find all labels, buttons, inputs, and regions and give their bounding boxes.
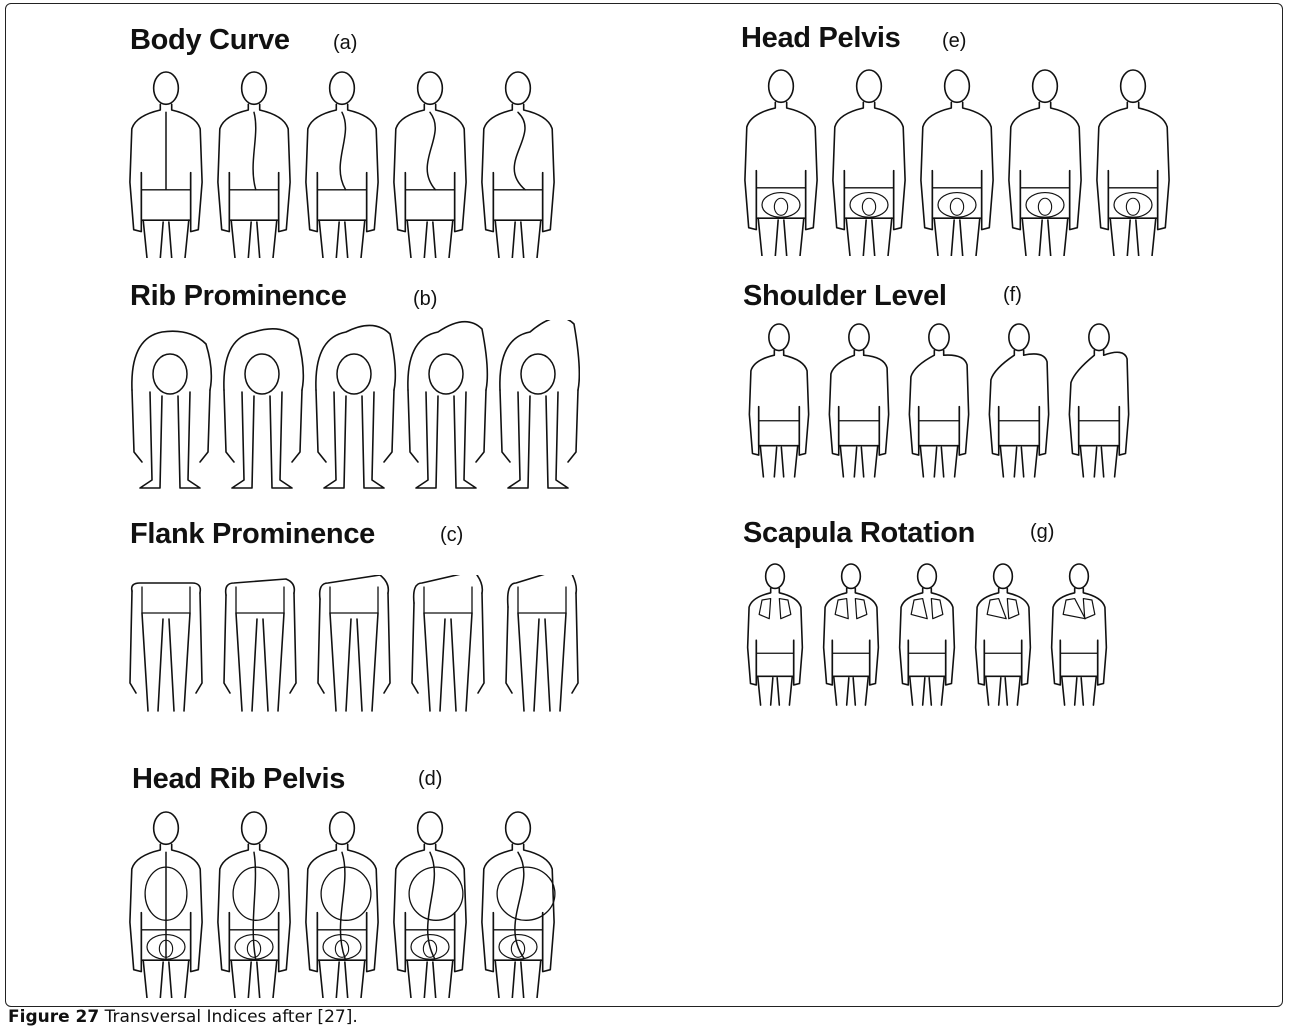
panel-e-title: Head Pelvis xyxy=(741,22,901,55)
panel-f-title: Shoulder Level xyxy=(743,280,947,313)
caption-text: Transversal Indices after [27]. xyxy=(99,1007,358,1027)
panel-b-letter: (b) xyxy=(413,288,437,311)
panel-e-letter: (e) xyxy=(942,30,966,53)
panel-d-title: Head Rib Pelvis xyxy=(132,763,345,796)
panel-g-figures xyxy=(735,560,1115,715)
panel-a-title: Body Curve xyxy=(130,24,290,57)
panel-e-figures xyxy=(735,66,1175,256)
panel-b-title: Rib Prominence xyxy=(130,280,347,313)
panel-g-letter: (g) xyxy=(1030,521,1054,544)
panel-c-figures xyxy=(120,575,580,715)
panel-d-figures xyxy=(120,808,580,998)
panel-b-figures xyxy=(120,320,580,490)
panel-g-title: Scapula Rotation xyxy=(743,517,975,550)
figure-caption: Figure 27 Transversal Indices after [27]… xyxy=(8,1007,358,1027)
panel-f-letter: (f) xyxy=(1003,284,1022,307)
panel-a-figures xyxy=(120,68,560,258)
caption-label: Figure 27 xyxy=(8,1007,99,1027)
panel-c-letter: (c) xyxy=(440,524,463,547)
panel-c-title: Flank Prominence xyxy=(130,518,375,551)
panel-d-letter: (d) xyxy=(418,768,442,791)
panel-f-figures xyxy=(735,320,1135,485)
panel-a-letter: (a) xyxy=(333,32,357,55)
